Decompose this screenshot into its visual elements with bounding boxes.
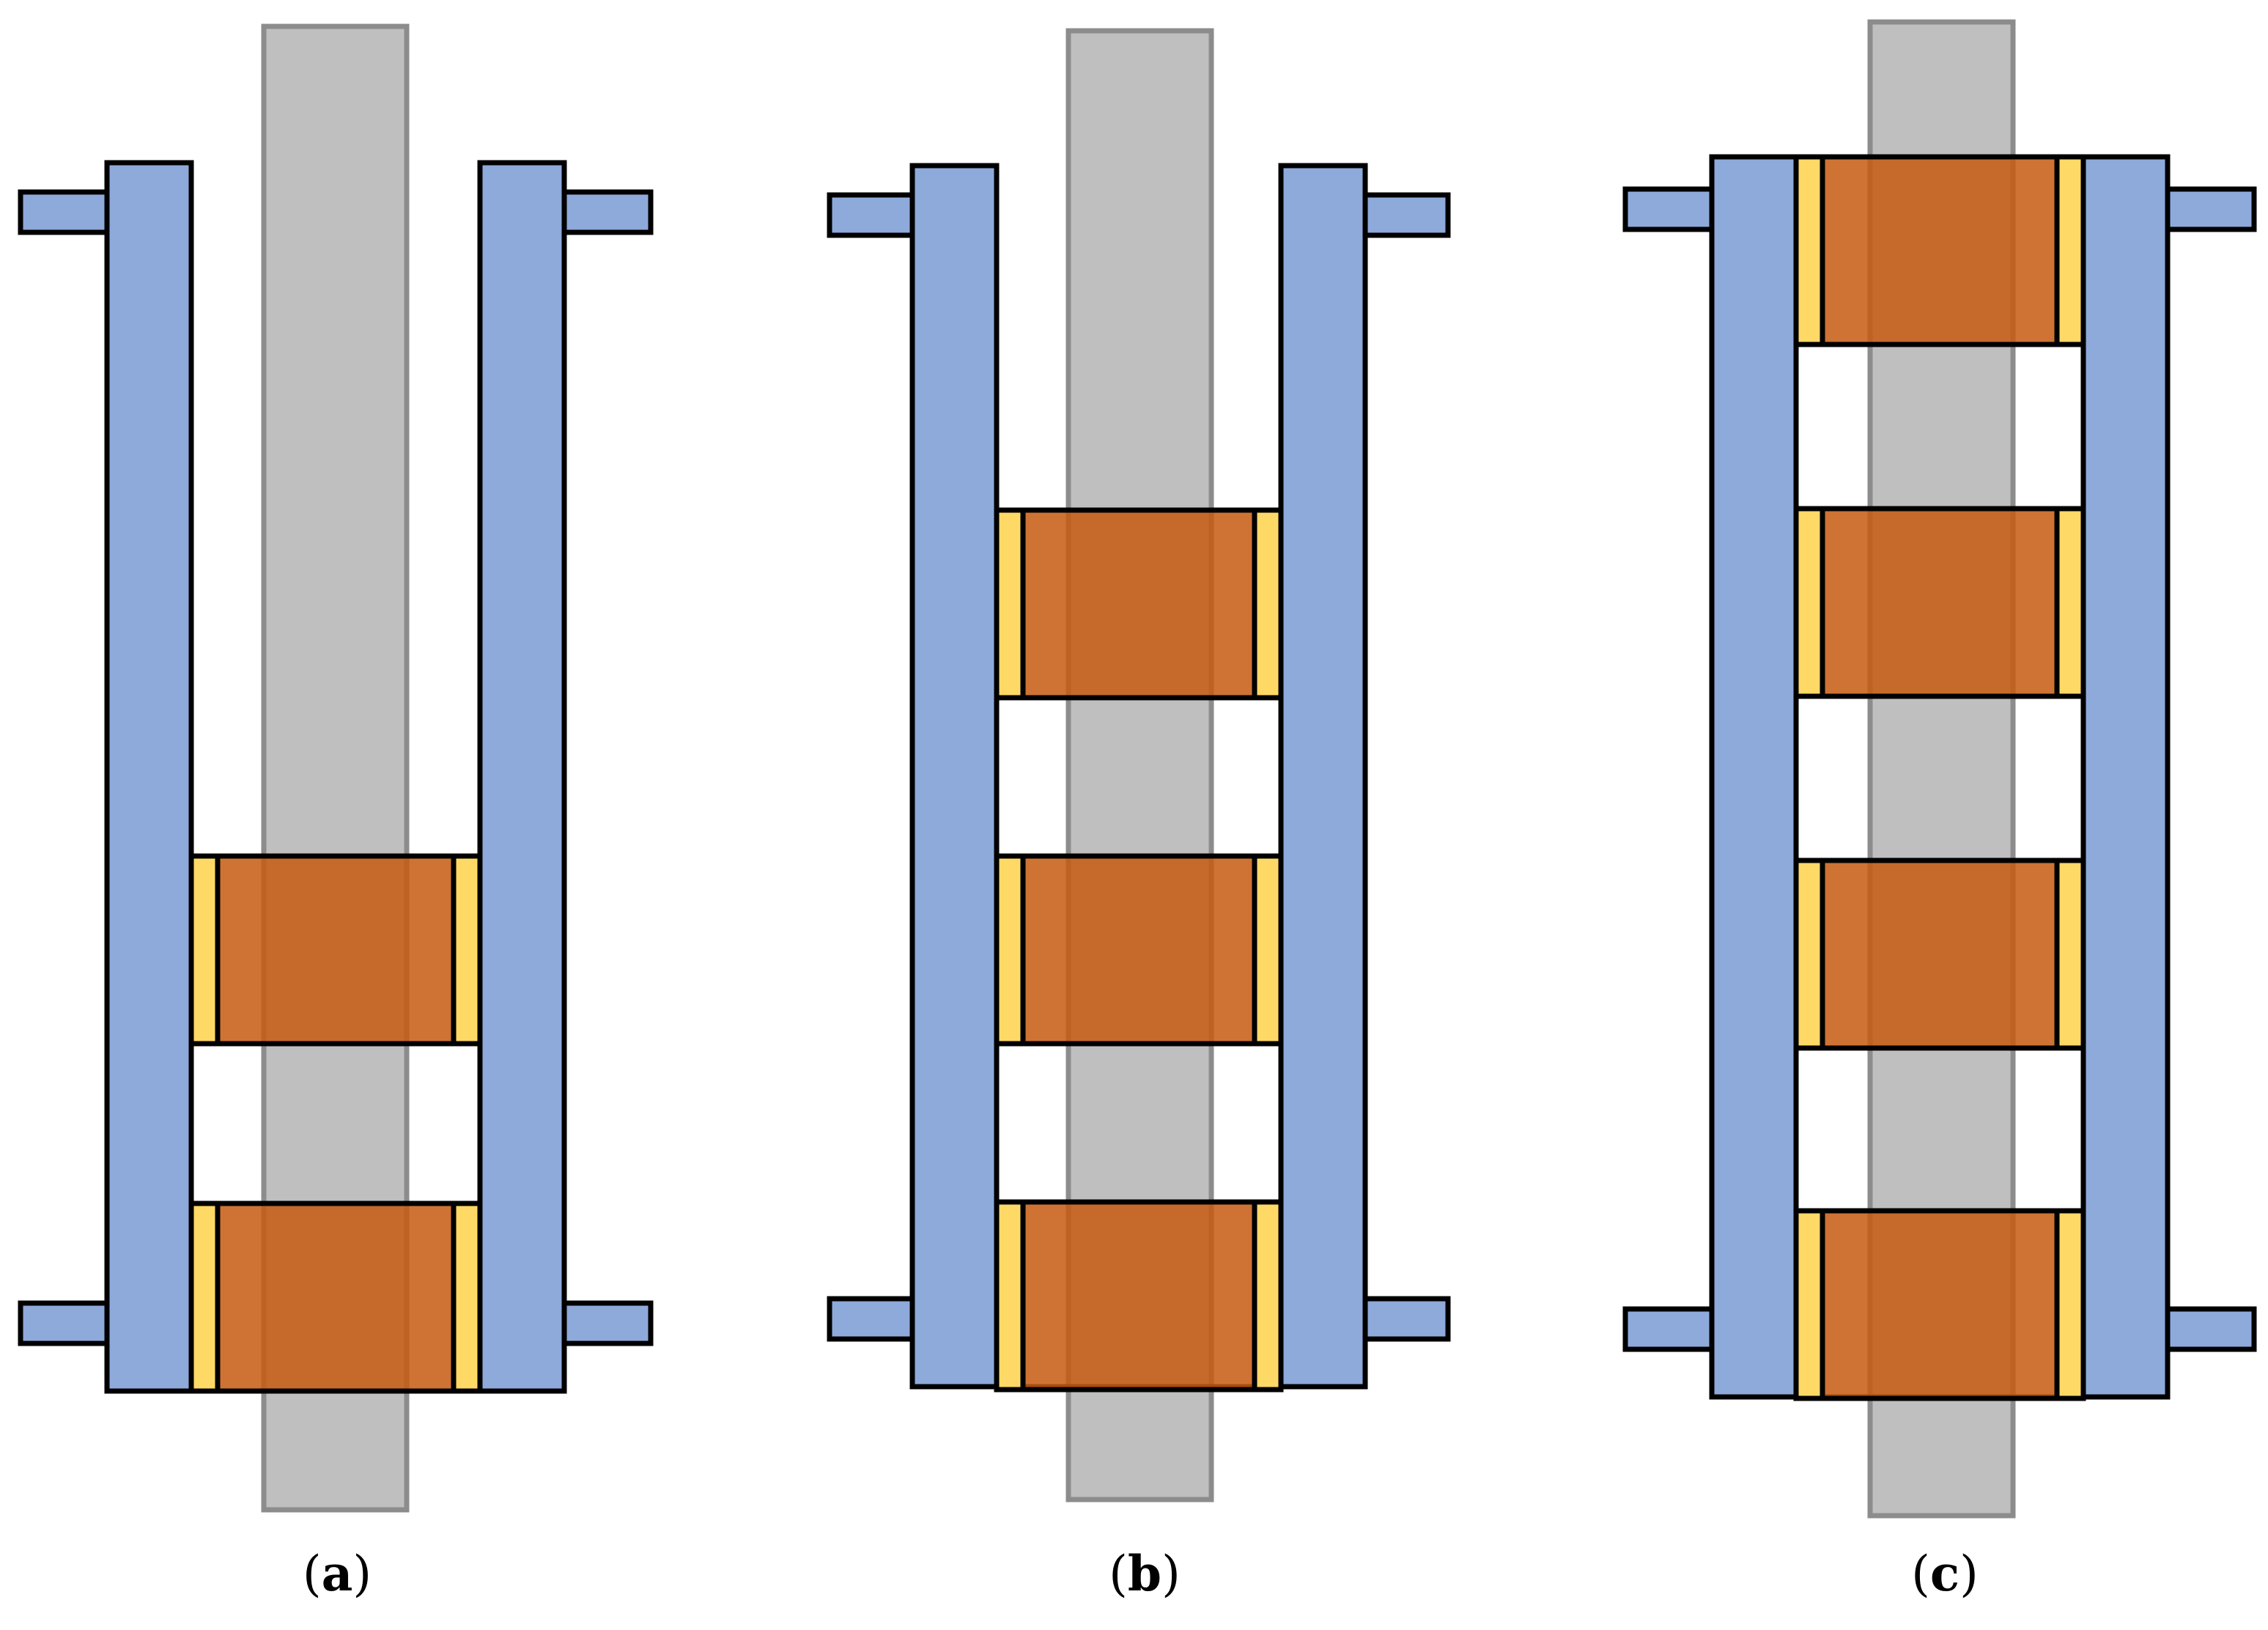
right-top-tab: [1362, 192, 1451, 238]
sleeve: [1020, 853, 1257, 1047]
left-bottom-tab: [827, 1296, 915, 1342]
sleeve: [1020, 1199, 1257, 1393]
sleeve: [1820, 1208, 2060, 1401]
right-pad: [451, 853, 483, 1047]
sleeve-unit: [1793, 506, 2086, 699]
left-pad: [1793, 506, 1825, 699]
right-bottom-tab: [561, 1300, 654, 1346]
sleeve: [1820, 506, 2060, 699]
left-pad: [188, 853, 221, 1047]
left-pad: [994, 507, 1026, 701]
right-pad: [2054, 858, 2086, 1051]
right-frame: [2080, 154, 2171, 1400]
left-frame: [104, 160, 194, 1394]
left-pad: [188, 1201, 221, 1394]
right-frame: [1278, 163, 1368, 1390]
right-pad: [2054, 1208, 2086, 1401]
left-frame: [909, 163, 1000, 1390]
sleeve-unit: [1793, 154, 2086, 347]
right-frame: [477, 160, 567, 1394]
right-pad: [1252, 507, 1284, 701]
sleeve: [215, 1201, 457, 1394]
left-bottom-tab: [1622, 1306, 1715, 1352]
right-top-tab: [561, 189, 654, 235]
right-pad: [1252, 853, 1284, 1047]
left-top-tab: [1622, 186, 1715, 232]
right-bottom-tab: [2165, 1306, 2257, 1352]
caption-c: (c): [1911, 1545, 1979, 1602]
sleeve-unit: [1793, 1208, 2086, 1401]
panel-b: [827, 28, 1451, 1502]
left-pad: [1793, 858, 1825, 1051]
panel-a: [18, 23, 654, 1513]
left-pad: [1793, 154, 1825, 347]
right-pad: [2054, 154, 2086, 347]
sleeve: [1820, 154, 2060, 347]
left-bottom-tab: [18, 1300, 110, 1346]
left-top-tab: [827, 192, 915, 238]
left-top-tab: [18, 189, 110, 235]
left-pad: [1793, 1208, 1825, 1401]
left-pad: [994, 1199, 1026, 1393]
right-pad: [1252, 1199, 1284, 1393]
panel-c: [1622, 19, 2257, 1519]
left-pad: [994, 853, 1026, 1047]
right-top-tab: [2165, 186, 2257, 232]
sleeve: [1020, 507, 1257, 701]
sleeve-unit: [994, 1199, 1284, 1393]
left-frame: [1709, 154, 1799, 1400]
sleeve-unit: [994, 507, 1284, 701]
caption-b: (b): [1109, 1545, 1181, 1602]
right-pad: [2054, 506, 2086, 699]
right-pad: [451, 1201, 483, 1394]
sleeve-unit: [994, 853, 1284, 1047]
sleeve: [1820, 858, 2060, 1051]
sleeve-unit: [1793, 858, 2086, 1051]
sleeve-unit: [188, 853, 483, 1047]
caption-a: (a): [302, 1545, 372, 1602]
sleeve-unit: [188, 1201, 483, 1394]
sleeve: [215, 853, 457, 1047]
right-bottom-tab: [1362, 1296, 1451, 1342]
